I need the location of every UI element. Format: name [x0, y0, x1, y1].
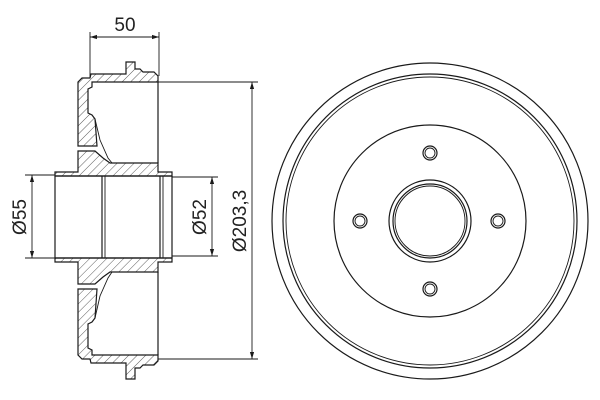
flange-circle — [333, 124, 527, 318]
upper-shell-section — [77, 61, 159, 147]
dimension-bore-right: Ø52 — [172, 176, 218, 257]
dimension-bore-left-label: Ø55 — [10, 199, 31, 235]
hub-outer-circle — [388, 179, 472, 263]
lower-web-section — [54, 257, 173, 285]
web-profile-line — [94, 118, 113, 164]
drum-rim-circle — [282, 73, 578, 369]
bolt-hole-inner — [424, 147, 436, 159]
bolt-hole-inner — [354, 215, 366, 227]
hub-bore-circle — [392, 183, 468, 259]
section-view — [54, 61, 173, 380]
bolt-hole-inner — [492, 215, 504, 227]
upper-web-section — [54, 150, 173, 177]
drum-outer-circle — [271, 62, 589, 380]
drum-inner-circle — [285, 76, 575, 366]
lower-shell-section — [77, 288, 159, 380]
bolt-hole — [422, 281, 438, 297]
bolt-hole — [352, 213, 368, 229]
bolt-hole — [422, 145, 438, 161]
dimension-drum-diameter-label: Ø203,3 — [230, 190, 251, 252]
bolt-hole — [490, 213, 506, 229]
dimension-bore-left: Ø55 — [10, 174, 55, 259]
dimension-bore-right-label: Ø52 — [190, 199, 211, 235]
dimension-width: 50 — [89, 15, 160, 78]
hub-bore-inner-circle — [394, 185, 466, 257]
dimension-width-label: 50 — [114, 15, 135, 36]
front-view — [271, 62, 589, 380]
bolt-holes — [352, 145, 506, 297]
dimension-drum-diameter: Ø203,3 — [158, 81, 258, 360]
bolt-hole-inner — [424, 283, 436, 295]
web-profile-line — [94, 271, 113, 319]
